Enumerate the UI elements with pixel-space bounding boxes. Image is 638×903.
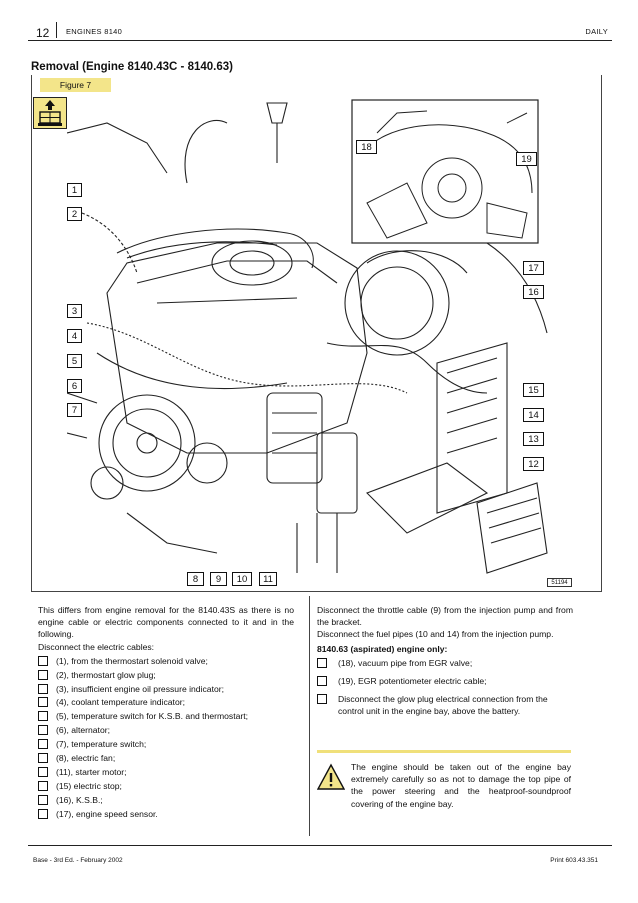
page-number: 12 [36, 26, 50, 40]
list-item: (17), engine speed sensor. [38, 808, 294, 820]
checkbox-bullet-icon [317, 676, 327, 687]
callout-4: 4 [67, 329, 82, 343]
list-item: (4), coolant temperature indicator; [38, 696, 294, 708]
checkbox-bullet-icon [38, 697, 48, 708]
checkbox-bullet-icon [317, 694, 327, 705]
figure-frame [31, 75, 602, 592]
warning-box: The engine should be taken out of the en… [317, 750, 571, 829]
engine-illustration [67, 99, 548, 574]
warning-triangle-icon [317, 763, 345, 790]
list-item: (16), K.S.B.; [38, 794, 294, 806]
throttle-paragraph: Disconnect the throttle cable (9) from t… [317, 605, 573, 628]
warning-text: The engine should be taken out of the en… [351, 762, 571, 809]
callout-15: 15 [523, 383, 544, 397]
column-divider [309, 596, 310, 836]
lead-paragraph: Disconnect the electric cables: [38, 641, 155, 652]
checkbox-bullet-icon [38, 683, 48, 694]
list-item: Disconnect the glow plug electrical conn… [317, 693, 573, 717]
right-column: Disconnect the throttle cable (9) from t… [317, 604, 573, 724]
header-divider [56, 22, 57, 38]
checkbox-bullet-icon [38, 753, 48, 764]
callout-11: 11 [259, 572, 277, 586]
callout-6: 6 [67, 379, 82, 393]
aspirated-list: (18), vacuum pipe from EGR valve; (19), … [317, 657, 573, 718]
callout-16: 16 [523, 285, 544, 299]
list-item: (7), temperature switch; [38, 738, 294, 750]
section-title: Removal (Engine 8140.43C - 8140.63) [31, 61, 233, 73]
list-item: (5), temperature switch for K.S.B. and t… [38, 710, 294, 722]
callout-12: 12 [523, 457, 544, 471]
subheading: 8140.63 (aspirated) engine only: [317, 643, 448, 654]
footer-edition: Base - 3rd Ed. - February 2002 [33, 857, 123, 864]
checkbox-bullet-icon [38, 711, 48, 722]
checkbox-bullet-icon [38, 739, 48, 750]
callout-17: 17 [523, 261, 544, 275]
callout-13: 13 [523, 432, 544, 446]
list-item: (15) electric stop; [38, 780, 294, 792]
footer-print: Print 603.43.351 [550, 857, 598, 864]
checkbox-bullet-icon [38, 725, 48, 736]
checkbox-bullet-icon [38, 669, 48, 680]
callout-3: 3 [67, 304, 82, 318]
callout-5: 5 [67, 354, 82, 368]
list-item: (1), from the thermostart solenoid valve… [38, 655, 294, 667]
header-title: ENGINES 8140 [66, 27, 123, 36]
checkbox-bullet-icon [38, 766, 48, 777]
list-item: (11), starter motor; [38, 766, 294, 778]
callout-19: 19 [516, 152, 537, 166]
callout-14: 14 [523, 408, 544, 422]
list-item: (3), insufficient engine oil pressure in… [38, 683, 294, 695]
callout-9: 9 [210, 572, 227, 586]
callout-10: 10 [232, 572, 252, 586]
page-header: 12 ENGINES 8140 DAILY [28, 18, 612, 41]
checkbox-bullet-icon [38, 808, 48, 819]
list-item: (2), thermostart glow plug; [38, 669, 294, 681]
figure-label: Figure 7 [40, 78, 111, 92]
callout-8: 8 [187, 572, 204, 586]
cable-list: (1), from the thermostart solenoid valve… [38, 655, 294, 820]
list-item: (18), vacuum pipe from EGR valve; [317, 657, 573, 669]
figure-code: 51194 [547, 578, 572, 587]
checkbox-bullet-icon [38, 655, 48, 666]
list-item: (8), electric fan; [38, 752, 294, 764]
fuel-pipes-paragraph: Disconnect the fuel pipes (10 and 14) fr… [317, 629, 554, 640]
intro-paragraph: This differs from engine removal for the… [38, 605, 294, 640]
checkbox-bullet-icon [317, 657, 327, 668]
footer-divider [28, 845, 612, 846]
list-item: (6), alternator; [38, 724, 294, 736]
removal-arrow-up-icon [33, 97, 67, 129]
left-column: This differs from engine removal for the… [38, 604, 294, 822]
callout-18: 18 [356, 140, 377, 154]
checkbox-bullet-icon [38, 780, 48, 791]
header-right: DAILY [585, 27, 608, 36]
list-item: (19), EGR potentiometer electric cable; [317, 675, 573, 687]
callout-7: 7 [67, 403, 82, 417]
callout-1: 1 [67, 183, 82, 197]
checkbox-bullet-icon [38, 794, 48, 805]
callout-2: 2 [67, 207, 82, 221]
